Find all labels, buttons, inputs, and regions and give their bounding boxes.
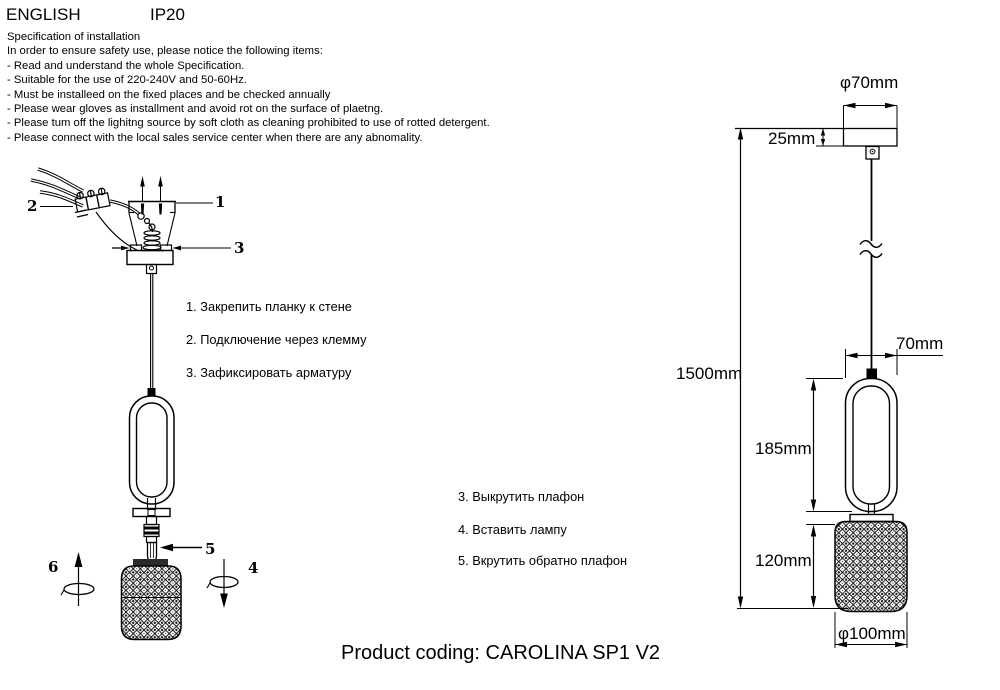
total-height-dim [735,127,848,610]
socket-assembly-icon [132,498,171,544]
shade-height-dim [806,524,835,608]
callout-1: 1 [215,193,226,211]
terminal-block-icon [74,187,111,218]
dimension-diagram [735,102,943,648]
shade-diameter-dim [834,612,908,648]
spec-item: - Please connect with the local sales se… [7,131,423,144]
spec-item: - Suitable for the use of 220-240V and 5… [7,74,247,87]
install-step-2: 2. Подключение через клемму [186,332,367,347]
dim-total-height: 1500mm [676,364,743,383]
lamp-ring-icon [128,388,175,505]
spec-item: - Read and understand the whole Specific… [7,59,245,72]
dim-canopy-diameter: φ70mm [840,73,899,92]
ring-width-dim [845,349,943,378]
ring-dim-icon [844,368,898,513]
install-step-1: 1. Закрепить планку к стене [186,299,352,314]
dim-ring-width: 70mm [896,334,944,353]
spec-title: Specification of installation [7,31,141,43]
canopy-dim [816,102,898,160]
dim-ring-height: 185mm [755,439,812,458]
canopy-icon [112,244,231,275]
cable-dim-icon [859,159,883,369]
dim-shade-diameter: φ100mm [838,624,906,643]
rotate-down-icon [206,559,239,608]
language-label: ENGLISH [6,5,81,24]
callout-2: 2 [27,197,38,215]
callout-3: 3 [234,239,245,257]
dim-shade-height: 120mm [755,551,812,570]
bulb-arrow-icon [160,543,202,552]
bulb-step-3: 3. Выкрутить плафон [458,489,585,504]
rotate-up-icon [60,552,95,606]
callout-4: 4 [248,559,259,577]
callout-5: 5 [205,540,216,558]
spec-item: - Please wear gloves as installment and … [7,103,384,116]
install-step-3: 3. Зафиксировать арматуру [186,365,352,380]
spec-item: - Please tum off the lighitng source by … [7,117,490,130]
callout-6: 6 [48,558,59,576]
cord-grip-icon [95,199,154,251]
spec-intro: In order to ensure safety use, please no… [7,45,323,58]
supply-wires-icon [30,167,84,208]
ip-rating-label: IP20 [150,5,185,24]
dim-canopy-height: 25mm [768,129,816,148]
cable-icon [150,273,154,389]
product-coding: Product coding: CAROLINA SP1 V2 [341,642,661,664]
bulb-step-5: 5. Вкрутить обратно плафон [458,553,628,568]
spec-item: - Must be installeed on the fixed places… [7,88,331,101]
mounting-bracket-icon [40,176,213,247]
shade-dim-icon [834,504,908,613]
bulb-step-4: 4. Вставить лампу [458,522,567,537]
spec-block: Specification of installation In order t… [7,30,490,145]
shade-icon [120,559,182,641]
installation-diagram [30,167,239,641]
ring-height-dim [806,378,852,512]
